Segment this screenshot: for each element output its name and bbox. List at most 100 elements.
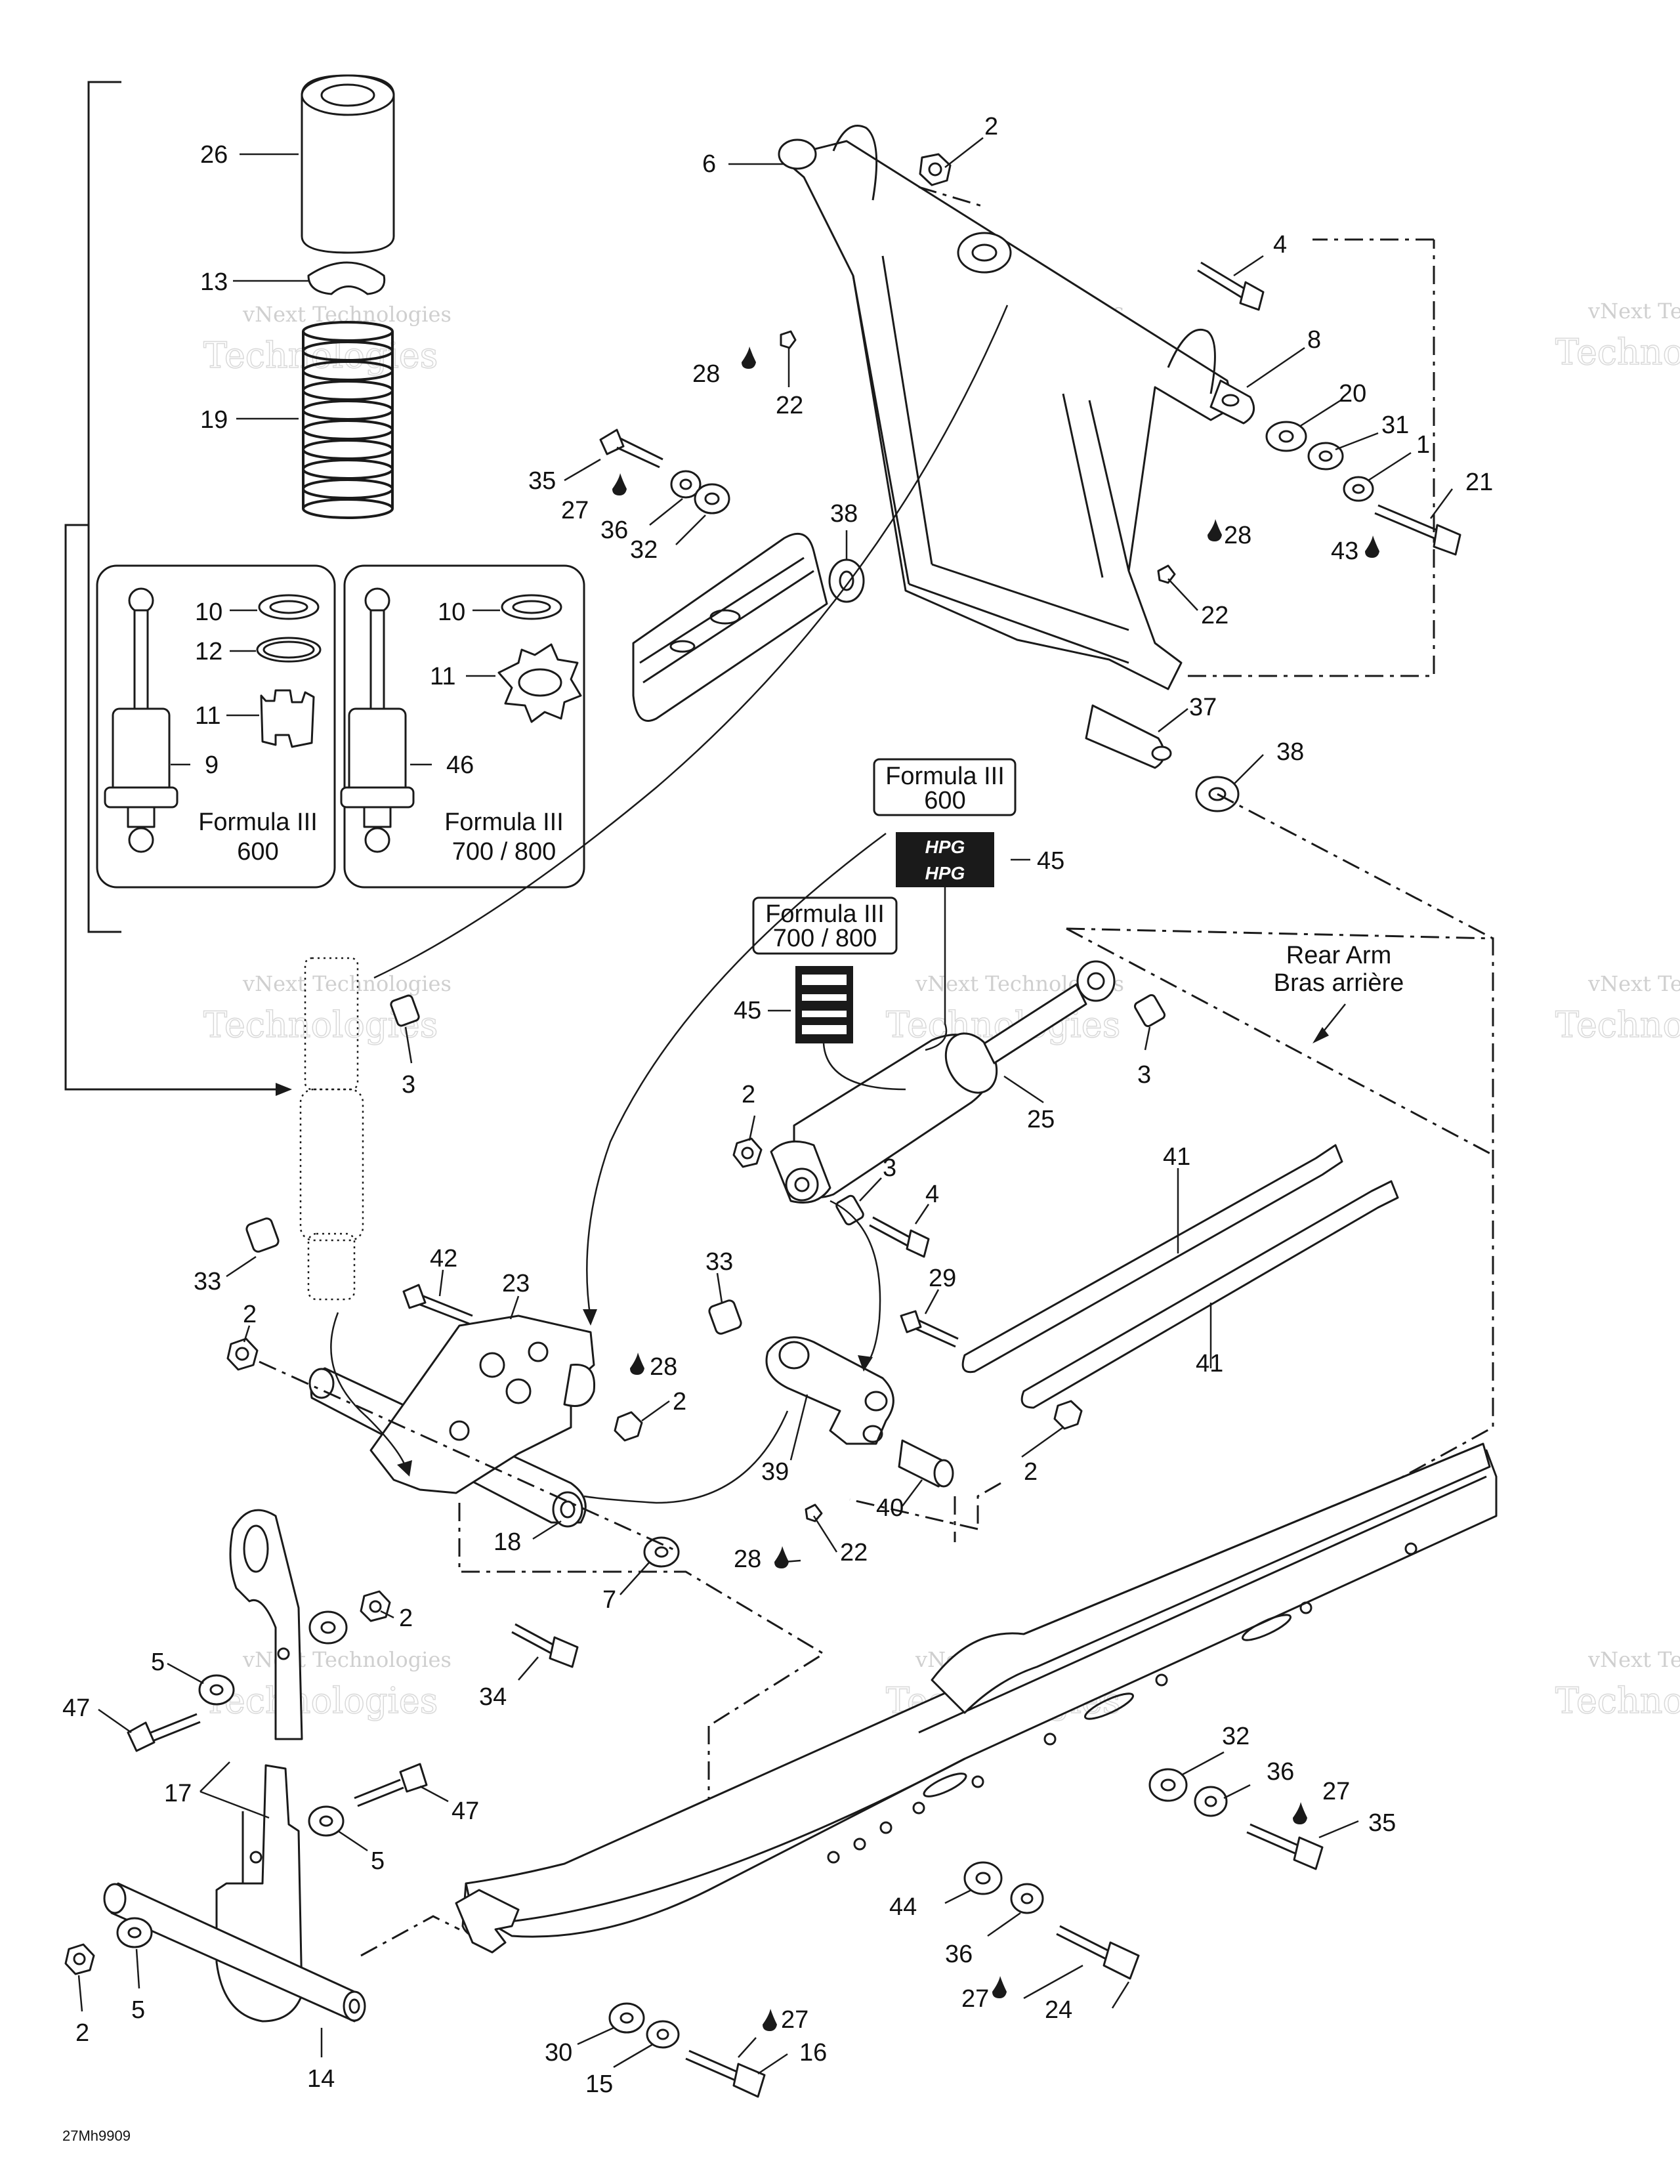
bolt-4-shock [869, 1216, 930, 1258]
shaft-37 [1085, 704, 1172, 769]
callout-5-lower-left: 5 [131, 1996, 145, 2024]
spacer-20 [1265, 421, 1307, 452]
callout-47-lower: 47 [452, 1797, 479, 1825]
watermark-partial-small: vNext Te [1587, 299, 1680, 324]
rear-arm-label-fr: Bras arrière [1274, 969, 1404, 997]
variant-600-line1: Formula III [198, 808, 318, 836]
callout-16: 16 [799, 2039, 827, 2067]
washer-1 [1343, 476, 1374, 502]
callout-19: 19 [200, 406, 228, 434]
callout-11b: 11 [430, 663, 455, 690]
bolt-16 [685, 2049, 766, 2098]
callout-42: 42 [430, 1245, 457, 1272]
callout-6: 6 [702, 150, 716, 178]
bolt-29 [900, 1310, 959, 1348]
watermark-partial-small: vNext Te [1587, 1647, 1680, 1672]
drop-icon [1365, 536, 1379, 558]
diagram-code: 27Mh9909 [62, 2128, 131, 2144]
watermark-partial-large: Techno [1555, 1004, 1680, 1045]
rail-segment-top [632, 532, 828, 722]
callout-20: 20 [1339, 380, 1366, 408]
bolt-21 [1374, 504, 1461, 556]
variant-box-600 [96, 564, 336, 889]
ring-12 [256, 637, 322, 663]
callout-13: 13 [200, 268, 228, 296]
spacer-center [957, 232, 1012, 274]
callout-28-bracket: 28 [650, 1353, 677, 1381]
ring-10b [501, 594, 562, 620]
watermark-partial-small: vNext Te [1587, 971, 1680, 996]
front-arm-6 [778, 125, 1235, 690]
washer-36-top [670, 470, 702, 499]
bolt-34 [511, 1623, 579, 1668]
spring-cover [301, 74, 395, 254]
callout-2-strap: 2 [1024, 1458, 1038, 1486]
callout-28-top: 28 [692, 360, 720, 388]
callout-30: 30 [545, 2039, 572, 2067]
callout-2-mount: 2 [399, 1605, 413, 1632]
spacer-3-shock-lower [835, 1194, 864, 1226]
adjuster-11 [260, 689, 315, 748]
callout-4-top: 4 [1273, 231, 1287, 259]
callout-22-lower: 22 [840, 1539, 868, 1566]
callout-4-shock: 4 [925, 1181, 939, 1208]
decal-700-800-line1: Formula III [765, 900, 885, 928]
watermark-large: Technologies [203, 1680, 438, 1721]
washer-nut-upper [308, 1590, 391, 1645]
mount-bracket-upper [229, 1509, 303, 1740]
callout-3-shock: 3 [883, 1154, 896, 1182]
group-brackets [64, 81, 292, 1096]
callout-27-lower: 27 [781, 2006, 808, 2034]
callout-38-top: 38 [830, 500, 858, 528]
callout-32-bottom: 32 [1222, 1723, 1250, 1750]
callout-38-bottom: 38 [1276, 738, 1304, 766]
callout-2-top: 2 [984, 113, 998, 140]
variant-labels: Formula III 600 Formula III 700 / 800 Fo… [198, 763, 1404, 997]
ring-10 [258, 594, 320, 620]
decal-box-600: HPG HPG [873, 758, 1017, 887]
callout-15: 15 [585, 2070, 613, 2098]
callout-33-right: 33 [705, 1248, 733, 1276]
rear-arm-outline [259, 186, 1494, 1957]
washer-32-top [694, 483, 730, 514]
bracket-23 [369, 1314, 596, 1494]
rear-arm-label: Rear Arm [1286, 942, 1391, 969]
rail-tip [455, 1889, 520, 1954]
callout-39: 39 [761, 1458, 789, 1486]
washer-5-lower-left [116, 1917, 153, 1948]
callout-2-lower-left: 2 [75, 2019, 89, 2047]
shaft-8 [1209, 379, 1255, 425]
callout-5-lower-right: 5 [371, 1847, 385, 1875]
callout-1: 1 [1416, 431, 1430, 459]
callout-2-bracket: 2 [673, 1388, 686, 1416]
callout-7: 7 [602, 1586, 616, 1614]
callout-47-upper: 47 [62, 1694, 90, 1722]
strap-41-upper [961, 1144, 1343, 1374]
nut-2-top [919, 153, 952, 186]
shock-absorber-600 [104, 587, 178, 853]
watermark-small: vNext Technologies [242, 971, 452, 996]
callout-46: 46 [446, 751, 474, 779]
spacer-33-right [708, 1299, 742, 1335]
callout-24: 24 [1045, 1996, 1072, 2024]
drop-icon [763, 2009, 777, 2031]
callout-34: 34 [479, 1683, 507, 1711]
callout-36-bottom: 36 [945, 1941, 973, 1968]
callout-17: 17 [164, 1780, 192, 1807]
callout-2-left: 2 [243, 1301, 257, 1328]
callout-45-top: 45 [1037, 847, 1064, 875]
spacer-3-shock-upper [1133, 994, 1166, 1028]
variant-600-line2: 600 [237, 838, 278, 866]
callout-26: 26 [200, 141, 228, 169]
washer-31 [1307, 442, 1344, 471]
rail-upper [931, 1442, 1491, 1714]
callout-36-bottom-right: 36 [1267, 1758, 1294, 1786]
decal-700-800-line2: 700 / 800 [773, 925, 877, 952]
callout-28-lower: 28 [734, 1545, 761, 1573]
callout-18: 18 [494, 1528, 521, 1556]
adjuster-11b [497, 643, 582, 723]
bolt-35-top [599, 429, 663, 469]
nut-2-strap [1053, 1400, 1083, 1430]
nut-2-lower-left [64, 1943, 95, 1975]
callout-35-top: 35 [528, 467, 556, 495]
